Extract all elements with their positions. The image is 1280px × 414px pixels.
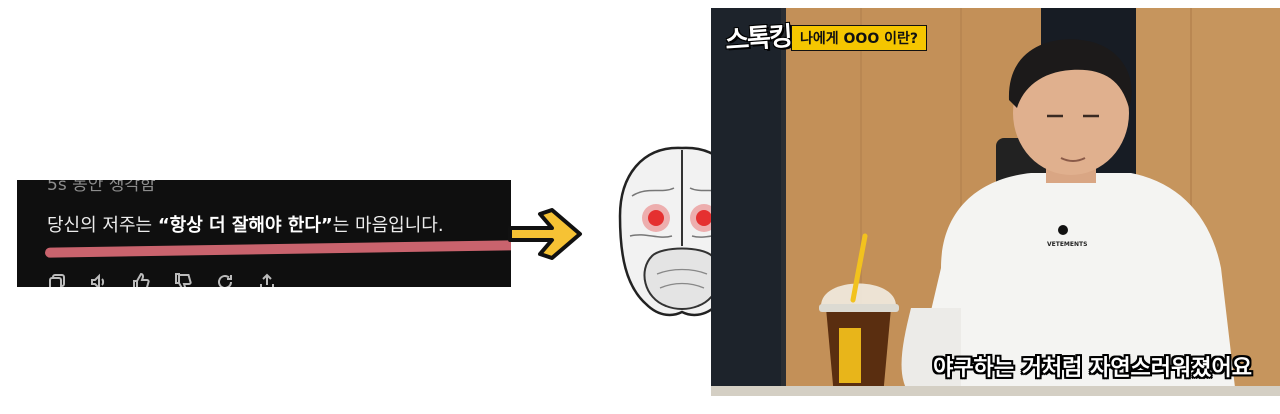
regenerate-icon[interactable] [215,272,235,287]
highlight-underline [44,240,511,258]
thinking-time-label: 5s 동안 생각함 [47,180,156,195]
video-scene [711,8,1280,396]
arrow-right-icon [508,208,582,260]
share-icon[interactable] [257,272,277,287]
message-suffix: 는 마음입니다. [332,215,444,236]
message-actions [47,272,277,287]
chat-snippet: 5s 동안 생각함 당신의 저주는 “항상 더 잘해야 한다”는 마음입니다. [17,180,511,287]
thumbs-up-icon[interactable] [131,272,151,287]
show-logo: 스톡킹 [724,21,792,57]
copy-icon[interactable] [47,272,67,287]
thumbs-down-icon[interactable] [173,272,193,287]
assistant-message: 당신의 저주는 “항상 더 잘해야 한다”는 마음입니다. [47,211,444,237]
subtitle-caption: 야구하는 거처럼 자연스러워졌어요 [933,356,1252,381]
topic-banner: 나에게 OOO 이란? [791,25,927,51]
message-prefix: 당신의 저주는 [47,215,158,236]
speaker-icon[interactable] [89,272,109,287]
message-bold: “항상 더 잘해야 한다” [157,215,333,236]
video-frame: 스톡킹 나에게 OOO 이란? VETEMENTS 야구하는 거처럼 자연스러워… [711,8,1280,396]
shirt-brand-text: VETEMENTS [1047,241,1088,248]
